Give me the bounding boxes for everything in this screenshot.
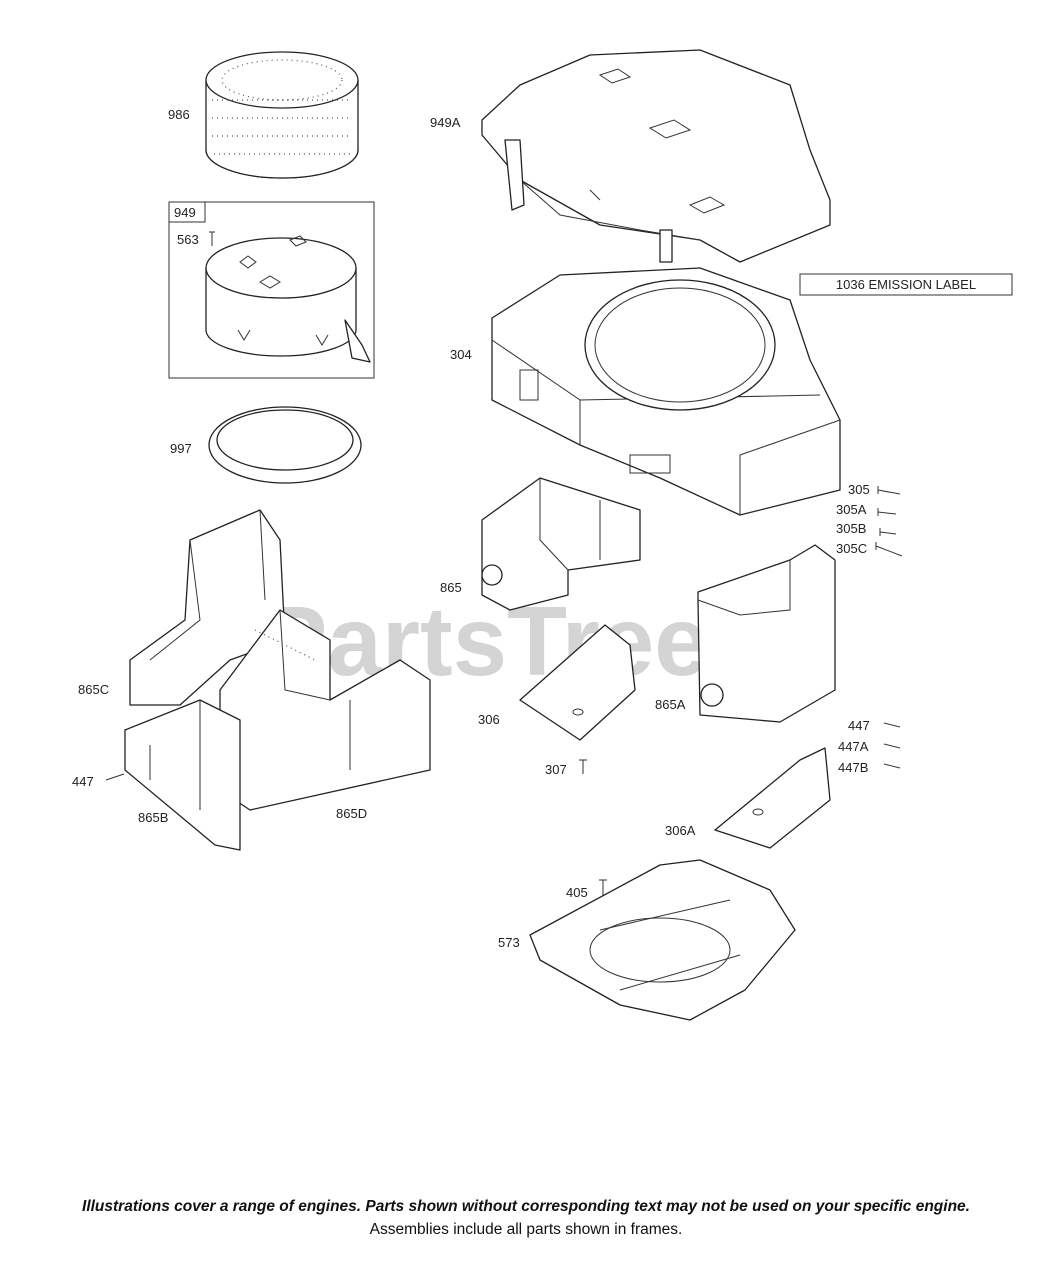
label-306A: 306A	[665, 823, 696, 838]
emission-label-text: 1036 EMISSION LABEL	[836, 277, 976, 292]
label-307: 307	[545, 762, 567, 777]
label-447-left: 447	[72, 774, 94, 789]
screws-305-set[interactable]	[875, 486, 903, 557]
label-997: 997	[170, 441, 192, 456]
part-997-seal-ring[interactable]	[208, 406, 362, 484]
footer-disclaimer: Illustrations cover a range of engines. …	[82, 1198, 970, 1215]
label-573: 573	[498, 935, 520, 950]
part-865-baffle[interactable]	[481, 477, 641, 611]
label-447B: 447B	[838, 760, 868, 775]
part-865B-baffle[interactable]	[124, 699, 241, 851]
label-865D: 865D	[336, 806, 367, 821]
label-986: 986	[168, 107, 190, 122]
part-949A-blower-cover[interactable]	[481, 49, 831, 263]
part-573-base-plate[interactable]	[529, 859, 796, 1021]
label-865C: 865C	[78, 682, 109, 697]
label-304: 304	[450, 347, 472, 362]
part-986-pre-cleaner[interactable]	[205, 51, 359, 179]
screw-307-icon	[579, 759, 587, 774]
label-305A: 305A	[836, 502, 867, 517]
screws-447-set[interactable]	[105, 722, 901, 781]
assembly-frame-949	[168, 201, 375, 379]
part-306-shield[interactable]	[519, 624, 636, 741]
part-865A-baffle[interactable]	[697, 544, 836, 723]
label-865: 865	[440, 580, 462, 595]
label-305C: 305C	[836, 541, 867, 556]
label-949: 949	[174, 205, 196, 220]
label-865A: 865A	[655, 697, 686, 712]
frame-label-box	[168, 201, 206, 223]
emission-label-box	[799, 273, 1013, 296]
label-563: 563	[177, 232, 199, 247]
label-865B: 865B	[138, 810, 168, 825]
label-305B: 305B	[836, 521, 866, 536]
label-447-right: 447	[848, 718, 870, 733]
label-405: 405	[566, 885, 588, 900]
part-949-air-filter[interactable]	[205, 235, 371, 363]
footer-assemblies-note: Assemblies include all parts shown in fr…	[369, 1221, 683, 1238]
label-447A: 447A	[838, 739, 869, 754]
part-865C-baffle[interactable]	[129, 509, 286, 706]
part-306A-shield[interactable]	[714, 747, 831, 849]
screw-563-icon	[209, 231, 215, 246]
part-304-blower-housing[interactable]	[491, 267, 841, 516]
label-949A: 949A	[430, 115, 461, 130]
part-labels: 986 949A 949 563 304 997 305 305A 305B 3…	[72, 107, 870, 950]
label-306: 306	[478, 712, 500, 727]
part-865D-baffle[interactable]	[219, 609, 431, 811]
watermark: PartsTree	[262, 586, 709, 696]
label-305: 305	[848, 482, 870, 497]
